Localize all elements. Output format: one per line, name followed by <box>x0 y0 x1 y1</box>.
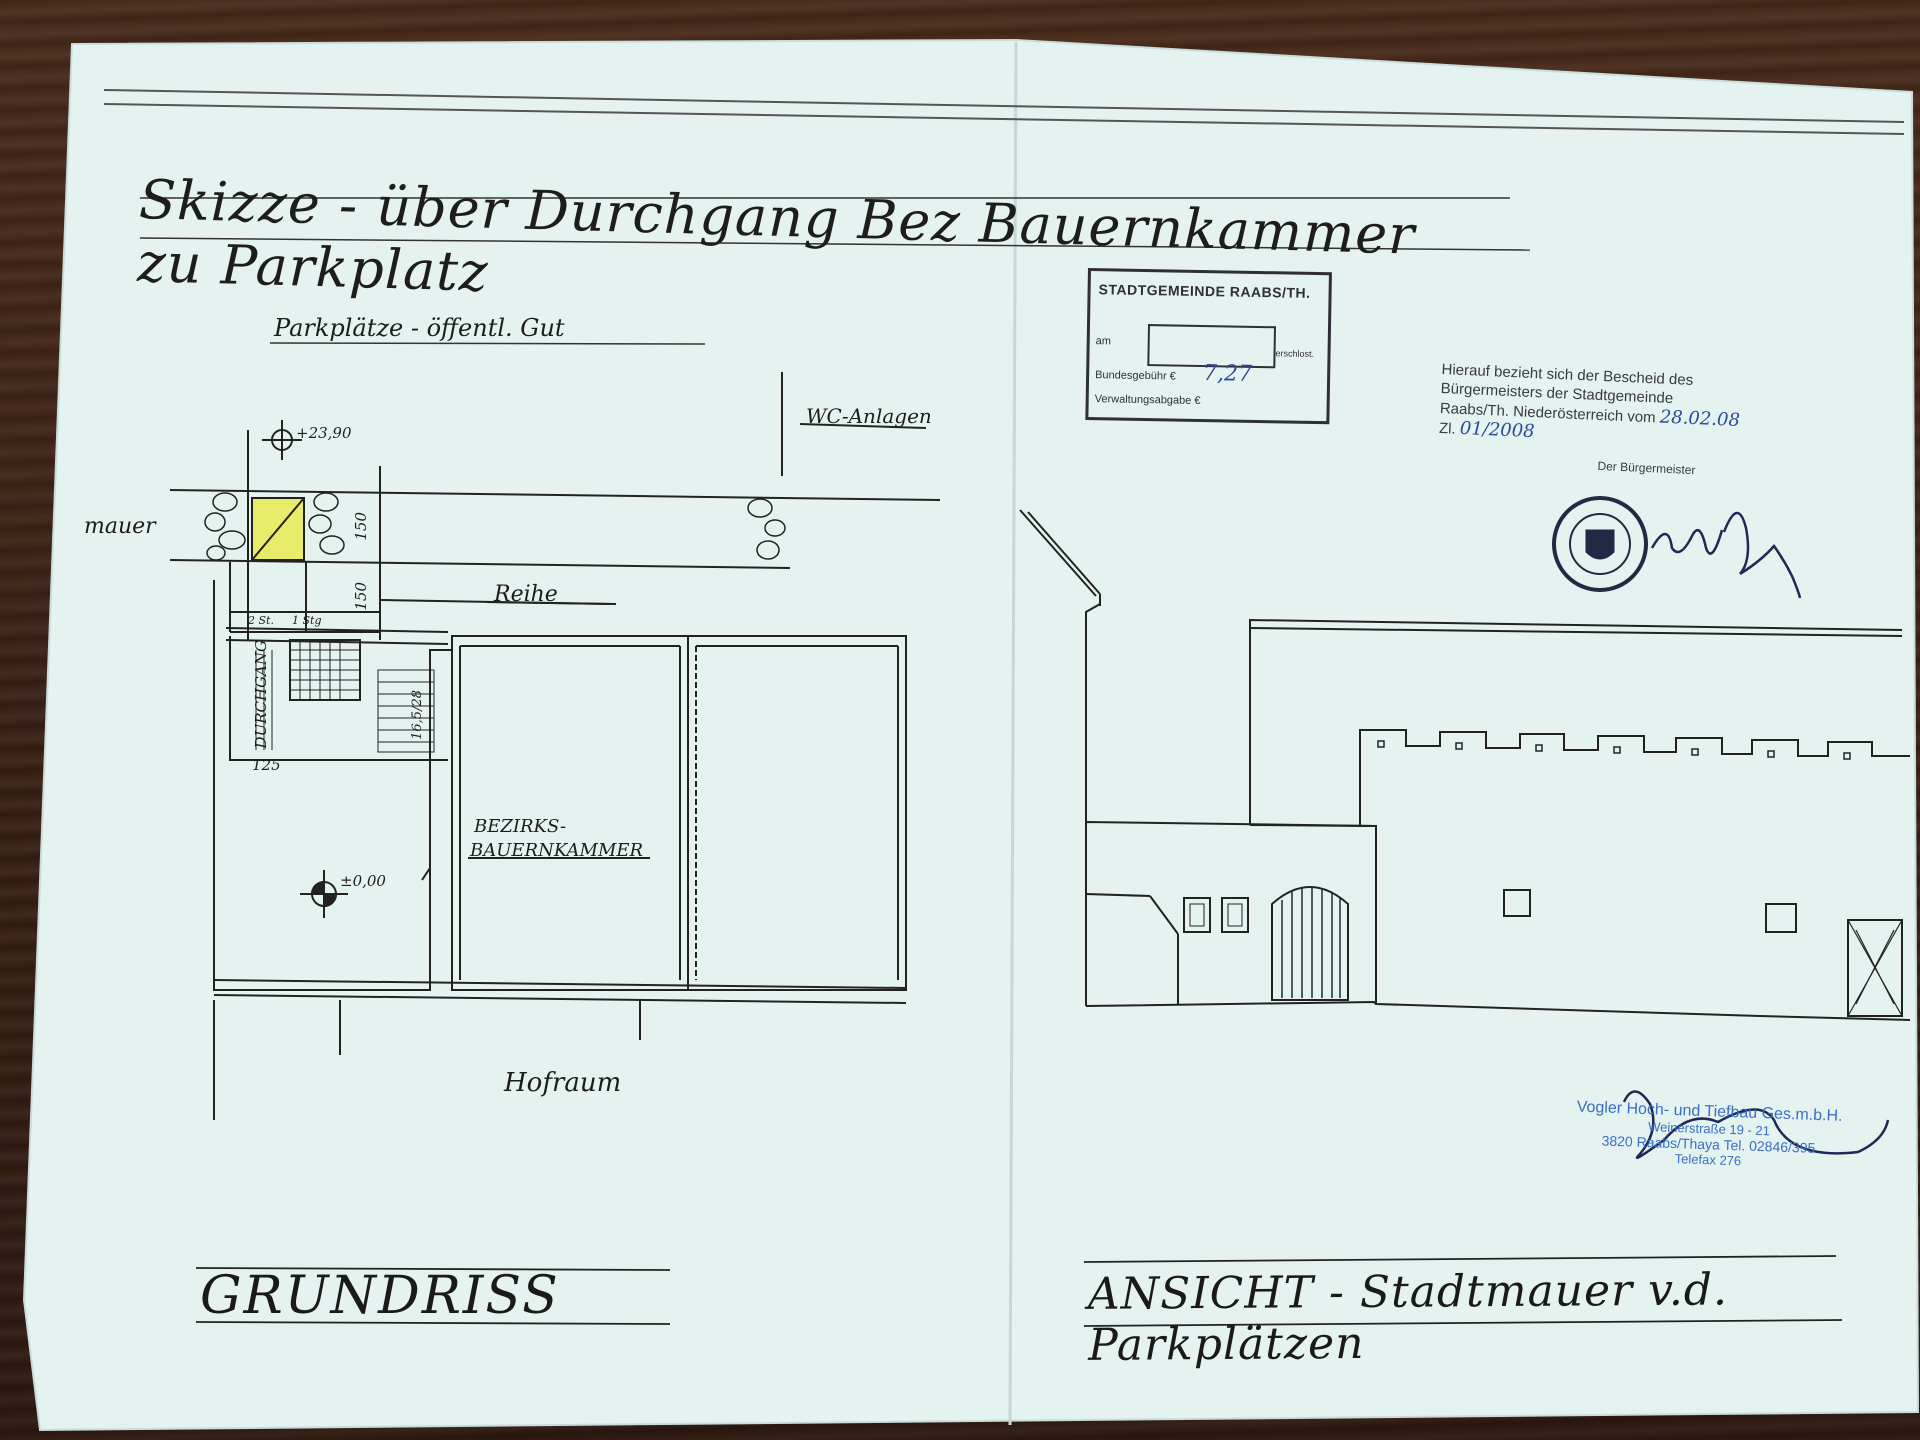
arched-door <box>1271 886 1349 1001</box>
stamp-municipality: STADTGEMEINDE RAABS/TH. am erschlost. Bu… <box>1085 268 1332 425</box>
window-mid <box>1503 889 1531 917</box>
floor-plan <box>169 372 941 1120</box>
label-wc: WC-Anlagen <box>806 404 932 428</box>
dimension-small-1: 2 St. <box>248 614 274 627</box>
bescheid-zl-label: Zl. <box>1438 419 1457 438</box>
bescheid-note: Hierauf bezieht sich der Bescheid des Bü… <box>1437 360 1771 483</box>
label-level-top: +23,90 <box>296 424 352 442</box>
label-chamber-2: BAUERNKAMMER <box>470 840 644 861</box>
label-passage: DURCHGANG <box>252 640 270 749</box>
dimension-small-2: 1 Stg <box>292 614 322 627</box>
stamp-row-fee: Bundesgebühr € <box>1095 369 1176 383</box>
dimension-150-a: 150 <box>352 512 370 541</box>
municipal-seal <box>1552 496 1648 592</box>
caption-floor-plan: GRUNDRISS <box>200 1266 560 1326</box>
dimension-125: 125 <box>252 756 281 774</box>
bescheid-date: 28.02.08 <box>1659 406 1741 432</box>
bescheid-zl-value: 01/2008 <box>1459 417 1536 443</box>
label-wall: mauer <box>84 514 156 539</box>
stamp-side-text: erschlost. <box>1275 348 1315 359</box>
caption-frames <box>195 1255 1843 1327</box>
stone-wall-right <box>747 498 786 560</box>
stamp-header: STADTGEMEINDE RAABS/TH. <box>1098 281 1311 301</box>
window-left-1 <box>1183 897 1211 933</box>
window-right <box>1765 903 1797 933</box>
label-parking: Parkplätze - öffentl. Gut <box>274 314 565 342</box>
label-chamber-1: BEZIRKS- <box>474 816 567 837</box>
dimension-150-b: 150 <box>352 582 370 611</box>
window-left-2 <box>1221 897 1249 933</box>
paper-fold <box>1008 41 1018 1426</box>
stone-wall-left <box>204 492 345 561</box>
label-row: Reihe <box>494 582 558 607</box>
caption-elevation: ANSICHT - Stadtmauer v.d. Parkplätzen <box>1087 1264 1729 1371</box>
elevation-door-right <box>1847 919 1903 1017</box>
paper-sheet <box>22 38 1920 1432</box>
stamp-row-am: am <box>1095 335 1112 348</box>
firm-stamp: Vogler Hoch- und Tiefbau Ges.m.b.H. Wein… <box>1558 1098 1860 1172</box>
stamp-row-admin: Verwaltungsabgabe € <box>1094 393 1201 407</box>
signature-firm <box>1622 1090 1890 1159</box>
dimension-stair: 16,5/28 <box>410 690 425 740</box>
stamp-fee-value: 7,27 <box>1202 361 1253 387</box>
signature-mayor <box>1650 511 1802 599</box>
elevation-drawing <box>1019 509 1911 1021</box>
label-courtyard: Hofraum <box>504 1068 622 1098</box>
label-level-floor: ±0,00 <box>340 872 386 890</box>
